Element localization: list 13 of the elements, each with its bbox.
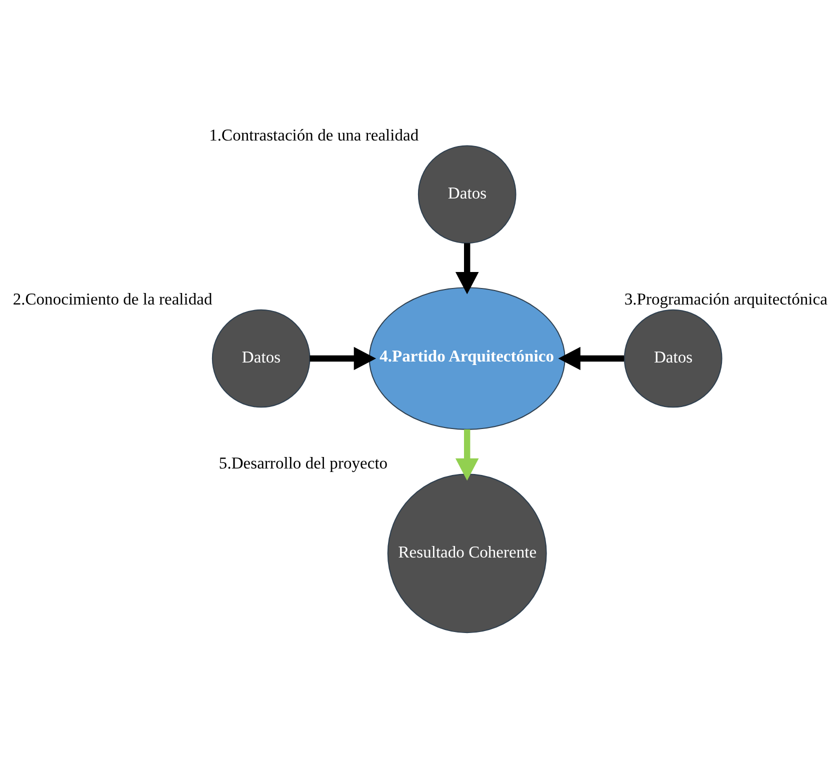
node-circle: Resultado Coherente: [387, 474, 547, 634]
node-label: 2.Conocimiento de la realidad: [12, 289, 212, 308]
node-ellipse: 4.Partido Arquitectónico: [368, 287, 566, 430]
arrow: [558, 346, 624, 370]
arrow: [455, 243, 479, 294]
node-circle: Datos: [624, 309, 722, 408]
arrow: [310, 346, 376, 370]
node-circle: Datos: [212, 309, 310, 408]
node-label: 1.Contrastación de una realidad: [209, 125, 419, 144]
node-label: 3.Programación arquitectónica: [624, 289, 828, 308]
node-circle: Datos: [418, 145, 516, 244]
arrow: [455, 429, 479, 481]
node-label: 5.Desarrollo del proyecto: [218, 454, 388, 473]
